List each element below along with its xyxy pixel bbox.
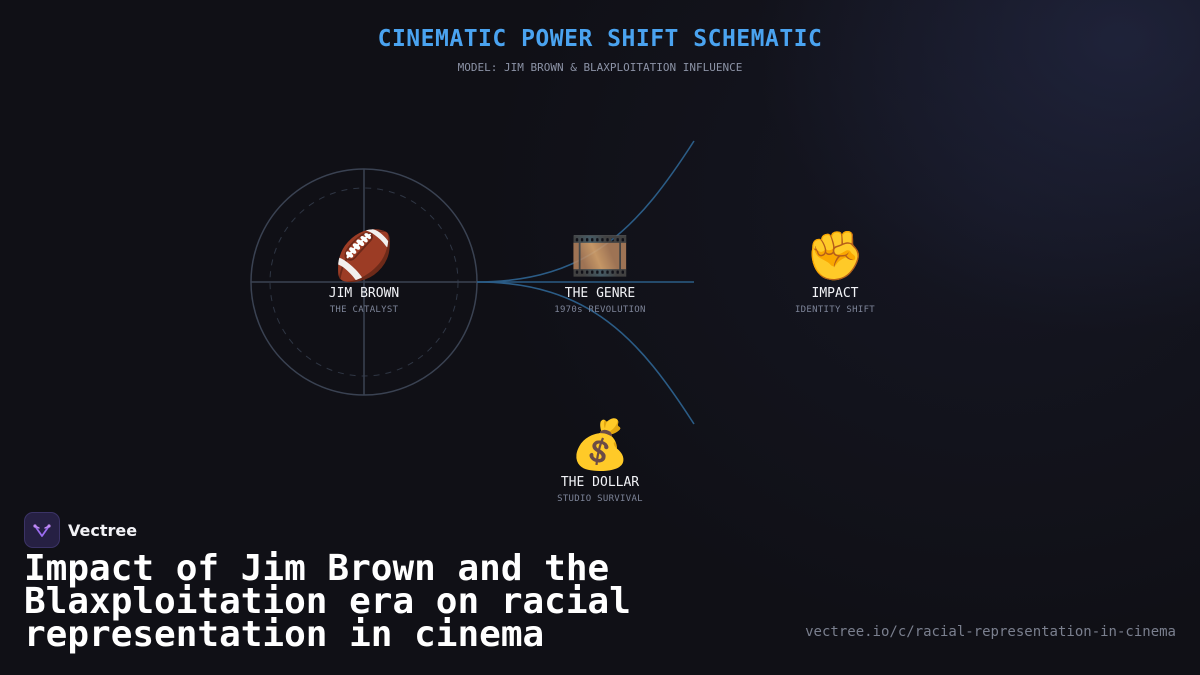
node-sublabel: 1970s REVOLUTION — [554, 305, 646, 315]
node-label: IMPACT — [811, 286, 859, 301]
film-frames-icon: 🎞️ — [570, 228, 630, 284]
node-impact: ✊ IMPACT IDENTITY SHIFT — [755, 228, 915, 315]
american-football-icon: 🏈 — [334, 228, 394, 284]
node-label: THE DOLLAR — [560, 475, 640, 490]
node-dollar: 💰 THE DOLLAR STUDIO SURVIVAL — [520, 417, 680, 504]
connectors — [476, 140, 695, 425]
page-subtitle: MODEL: JIM BROWN & BLAXPLOITATION INFLUE… — [457, 61, 743, 74]
page-url[interactable]: vectree.io/c/racial-representation-in-ci… — [805, 624, 1176, 640]
node-label: THE GENRE — [564, 286, 636, 301]
node-sublabel: THE CATALYST — [329, 305, 399, 315]
logo-mark — [33, 524, 51, 537]
node-jim-brown: 🏈 JIM BROWN THE CATALYST — [284, 228, 444, 315]
headline: Impact of Jim Brown and the Blaxploitati… — [24, 548, 631, 655]
connector-upper — [476, 140, 695, 283]
catalyst-ring — [250, 168, 478, 396]
money-bag-icon: 💰 — [570, 417, 630, 473]
node-sublabel: STUDIO SURVIVAL — [557, 494, 643, 504]
node-sublabel: IDENTITY SHIFT — [794, 305, 876, 315]
node-label: JIM BROWN — [328, 286, 400, 301]
node-genre: 🎞️ THE GENRE 1970s REVOLUTION — [520, 228, 680, 315]
brand[interactable]: Vectree — [24, 512, 137, 548]
vectree-logo-icon — [24, 512, 60, 548]
connector-lower — [476, 281, 695, 425]
raised-fist-icon: ✊ — [805, 228, 865, 284]
brand-name: Vectree — [68, 520, 138, 540]
page-title: CINEMATIC POWER SHIFT SCHEMATIC — [377, 26, 823, 52]
